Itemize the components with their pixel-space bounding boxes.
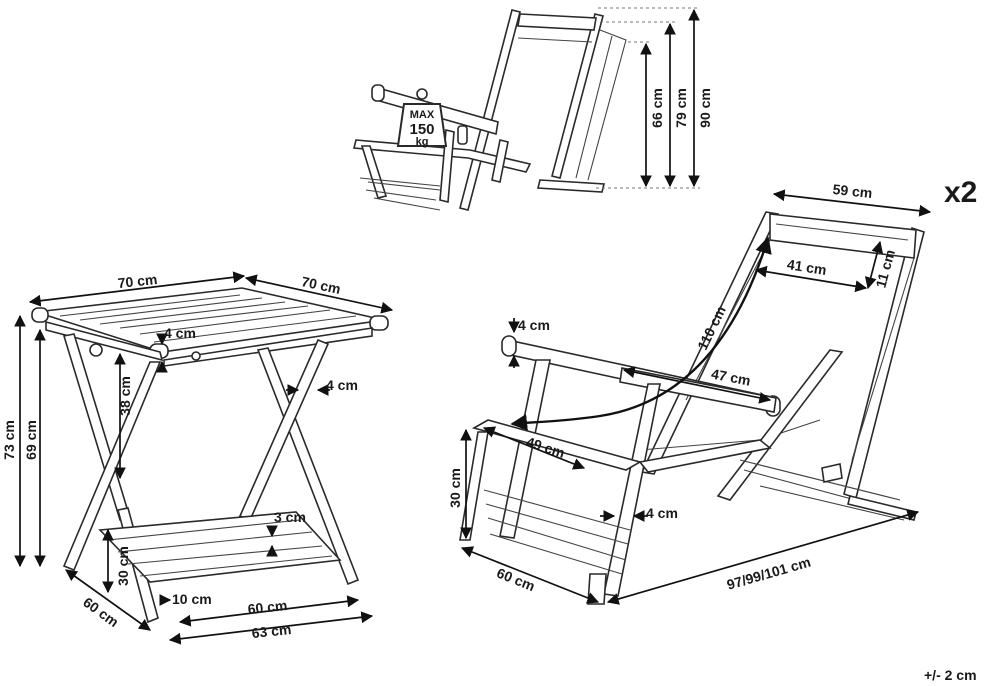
table-drawing xyxy=(31,287,389,624)
max-weight-badge-icon: MAX 150 kg xyxy=(396,88,448,148)
table-shelf-width: 60 cm xyxy=(247,597,288,617)
small-chair-height-90: 90 cm xyxy=(697,88,713,128)
table-dimensions: 70 cm 70 cm 73 cm 69 cm 38 cm 4 cm 4 cm … xyxy=(1,271,394,645)
chair-headrest-width: 41 cm xyxy=(786,256,828,278)
chair-arm-length: 47 cm xyxy=(710,365,752,388)
table-shelf-gap: 10 cm xyxy=(172,591,212,607)
table-top-depth: 70 cm xyxy=(300,273,342,297)
table-shelf-thickness: 3 cm xyxy=(274,509,306,525)
deck-chair-drawing xyxy=(459,211,925,605)
table-base-depth: 60 cm xyxy=(80,594,122,630)
chair-length: 97/99/101 cm xyxy=(725,554,812,593)
chair-back-width: 59 cm xyxy=(832,181,873,201)
table-height-total: 73 cm xyxy=(1,420,17,460)
fabric-length-curve xyxy=(510,236,772,431)
badge-unit-label: kg xyxy=(416,136,429,148)
table-apron-height: 38 cm xyxy=(117,376,133,416)
small-chair-height-dimensions: 66 cm 79 cm 90 cm xyxy=(596,7,713,189)
tolerance-note: +/- 2 cm xyxy=(924,667,977,683)
table-shelf-height: 30 cm xyxy=(115,546,131,586)
table-top-width: 70 cm xyxy=(117,271,158,291)
table-base-width: 63 cm xyxy=(251,621,292,641)
small-chair-height-66: 66 cm xyxy=(649,88,665,128)
chair-frame-thickness: 4 cm xyxy=(646,505,678,521)
quantity-label: x2 xyxy=(944,176,977,209)
badge-weight-value: 150 xyxy=(409,121,434,138)
chair-seat-height: 30 cm xyxy=(447,468,463,508)
table-top-thickness: 4 cm xyxy=(164,325,196,341)
table-height-top: 69 cm xyxy=(23,420,39,460)
badge-max-label: MAX xyxy=(410,109,435,121)
small-chair-drawing xyxy=(352,9,627,211)
chair-arm-thickness: 4 cm xyxy=(518,317,550,333)
small-chair-height-79: 79 cm xyxy=(673,88,689,128)
table-leg-width: 4 cm xyxy=(326,377,358,393)
